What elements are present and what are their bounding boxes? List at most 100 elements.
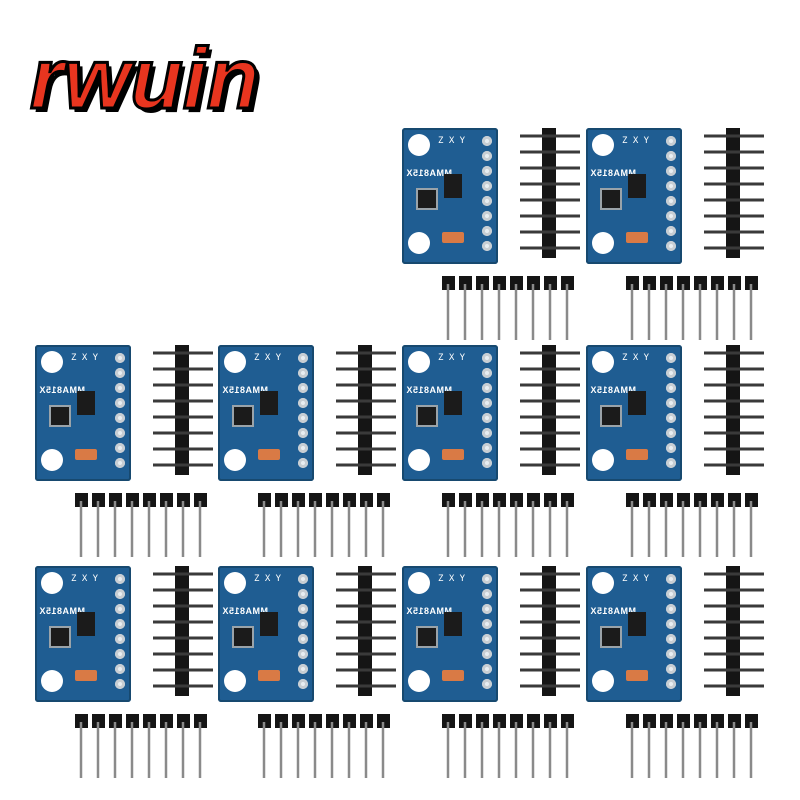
axis-labels: Z X Y — [622, 574, 650, 584]
solder-pad — [666, 398, 676, 408]
header-block — [309, 714, 322, 728]
header-block — [643, 714, 656, 728]
pin-header-vertical — [704, 128, 764, 258]
header-block — [643, 493, 656, 507]
solder-pad — [666, 619, 676, 629]
solder-pad — [666, 443, 676, 453]
header-block — [75, 714, 88, 728]
solder-pad — [666, 181, 676, 191]
header-block — [745, 276, 758, 290]
solder-pad — [115, 649, 125, 659]
header-block — [177, 714, 190, 728]
solder-pad — [666, 679, 676, 689]
solder-pad — [666, 196, 676, 206]
pin-header-vertical — [336, 345, 396, 475]
solder-pad — [482, 619, 492, 629]
header-block — [360, 714, 373, 728]
solder-pad — [666, 211, 676, 221]
header-block — [160, 714, 173, 728]
header-block — [109, 714, 122, 728]
mounting-hole — [592, 351, 614, 373]
pin-header-vertical — [704, 566, 764, 696]
header-block — [728, 276, 741, 290]
solder-pad — [115, 398, 125, 408]
header-block — [476, 276, 489, 290]
solder-pad — [482, 241, 492, 251]
solder-pad — [666, 226, 676, 236]
header-block — [476, 714, 489, 728]
header-block — [459, 276, 472, 290]
header-strip — [542, 128, 556, 258]
solder-pad — [482, 458, 492, 468]
solder-pad — [298, 413, 308, 423]
solder-pad — [666, 428, 676, 438]
axis-labels: Z X Y — [71, 574, 99, 584]
mounting-hole — [592, 134, 614, 156]
solder-pad — [298, 589, 308, 599]
header-block — [292, 714, 305, 728]
header-block — [694, 714, 707, 728]
header-strip — [358, 566, 372, 696]
mounting-hole — [592, 449, 614, 471]
solder-pad — [115, 458, 125, 468]
solder-pad — [666, 368, 676, 378]
header-block — [711, 276, 724, 290]
tantalum-capacitor — [258, 449, 280, 460]
solder-pad — [666, 166, 676, 176]
pin-header-horizontal — [626, 276, 758, 340]
mounting-hole — [592, 232, 614, 254]
header-block — [677, 493, 690, 507]
mounting-hole — [408, 351, 430, 373]
sensor-chip — [416, 405, 438, 427]
header-block — [694, 276, 707, 290]
regulator-chip — [77, 612, 95, 636]
solder-pad — [482, 211, 492, 221]
mounting-hole — [224, 351, 246, 373]
header-block — [711, 714, 724, 728]
pin-header-horizontal — [75, 714, 207, 778]
header-block — [745, 493, 758, 507]
header-block — [728, 714, 741, 728]
pin-header-vertical — [153, 345, 213, 475]
pin-header-horizontal — [258, 493, 390, 557]
header-block — [92, 714, 105, 728]
solder-pad — [115, 679, 125, 689]
header-block — [510, 493, 523, 507]
axis-labels: Z X Y — [622, 353, 650, 363]
solder-pad — [666, 458, 676, 468]
header-block — [677, 714, 690, 728]
tantalum-capacitor — [626, 232, 648, 243]
solder-pad — [482, 383, 492, 393]
pin-header-vertical — [520, 345, 580, 475]
mounting-hole — [41, 572, 63, 594]
solder-pad — [298, 443, 308, 453]
header-block — [493, 276, 506, 290]
solder-pad — [115, 413, 125, 423]
header-block — [561, 493, 574, 507]
header-block — [711, 493, 724, 507]
mounting-hole — [224, 572, 246, 594]
solder-pad — [298, 664, 308, 674]
pin-header-vertical — [704, 345, 764, 475]
sensor-chip — [232, 626, 254, 648]
solder-pad — [482, 181, 492, 191]
header-block — [626, 493, 639, 507]
solder-pad — [482, 574, 492, 584]
header-block — [360, 493, 373, 507]
solder-pad — [482, 368, 492, 378]
mounting-hole — [408, 449, 430, 471]
header-block — [626, 714, 639, 728]
solder-pad — [666, 649, 676, 659]
tantalum-capacitor — [258, 670, 280, 681]
header-block — [442, 714, 455, 728]
header-block — [442, 493, 455, 507]
